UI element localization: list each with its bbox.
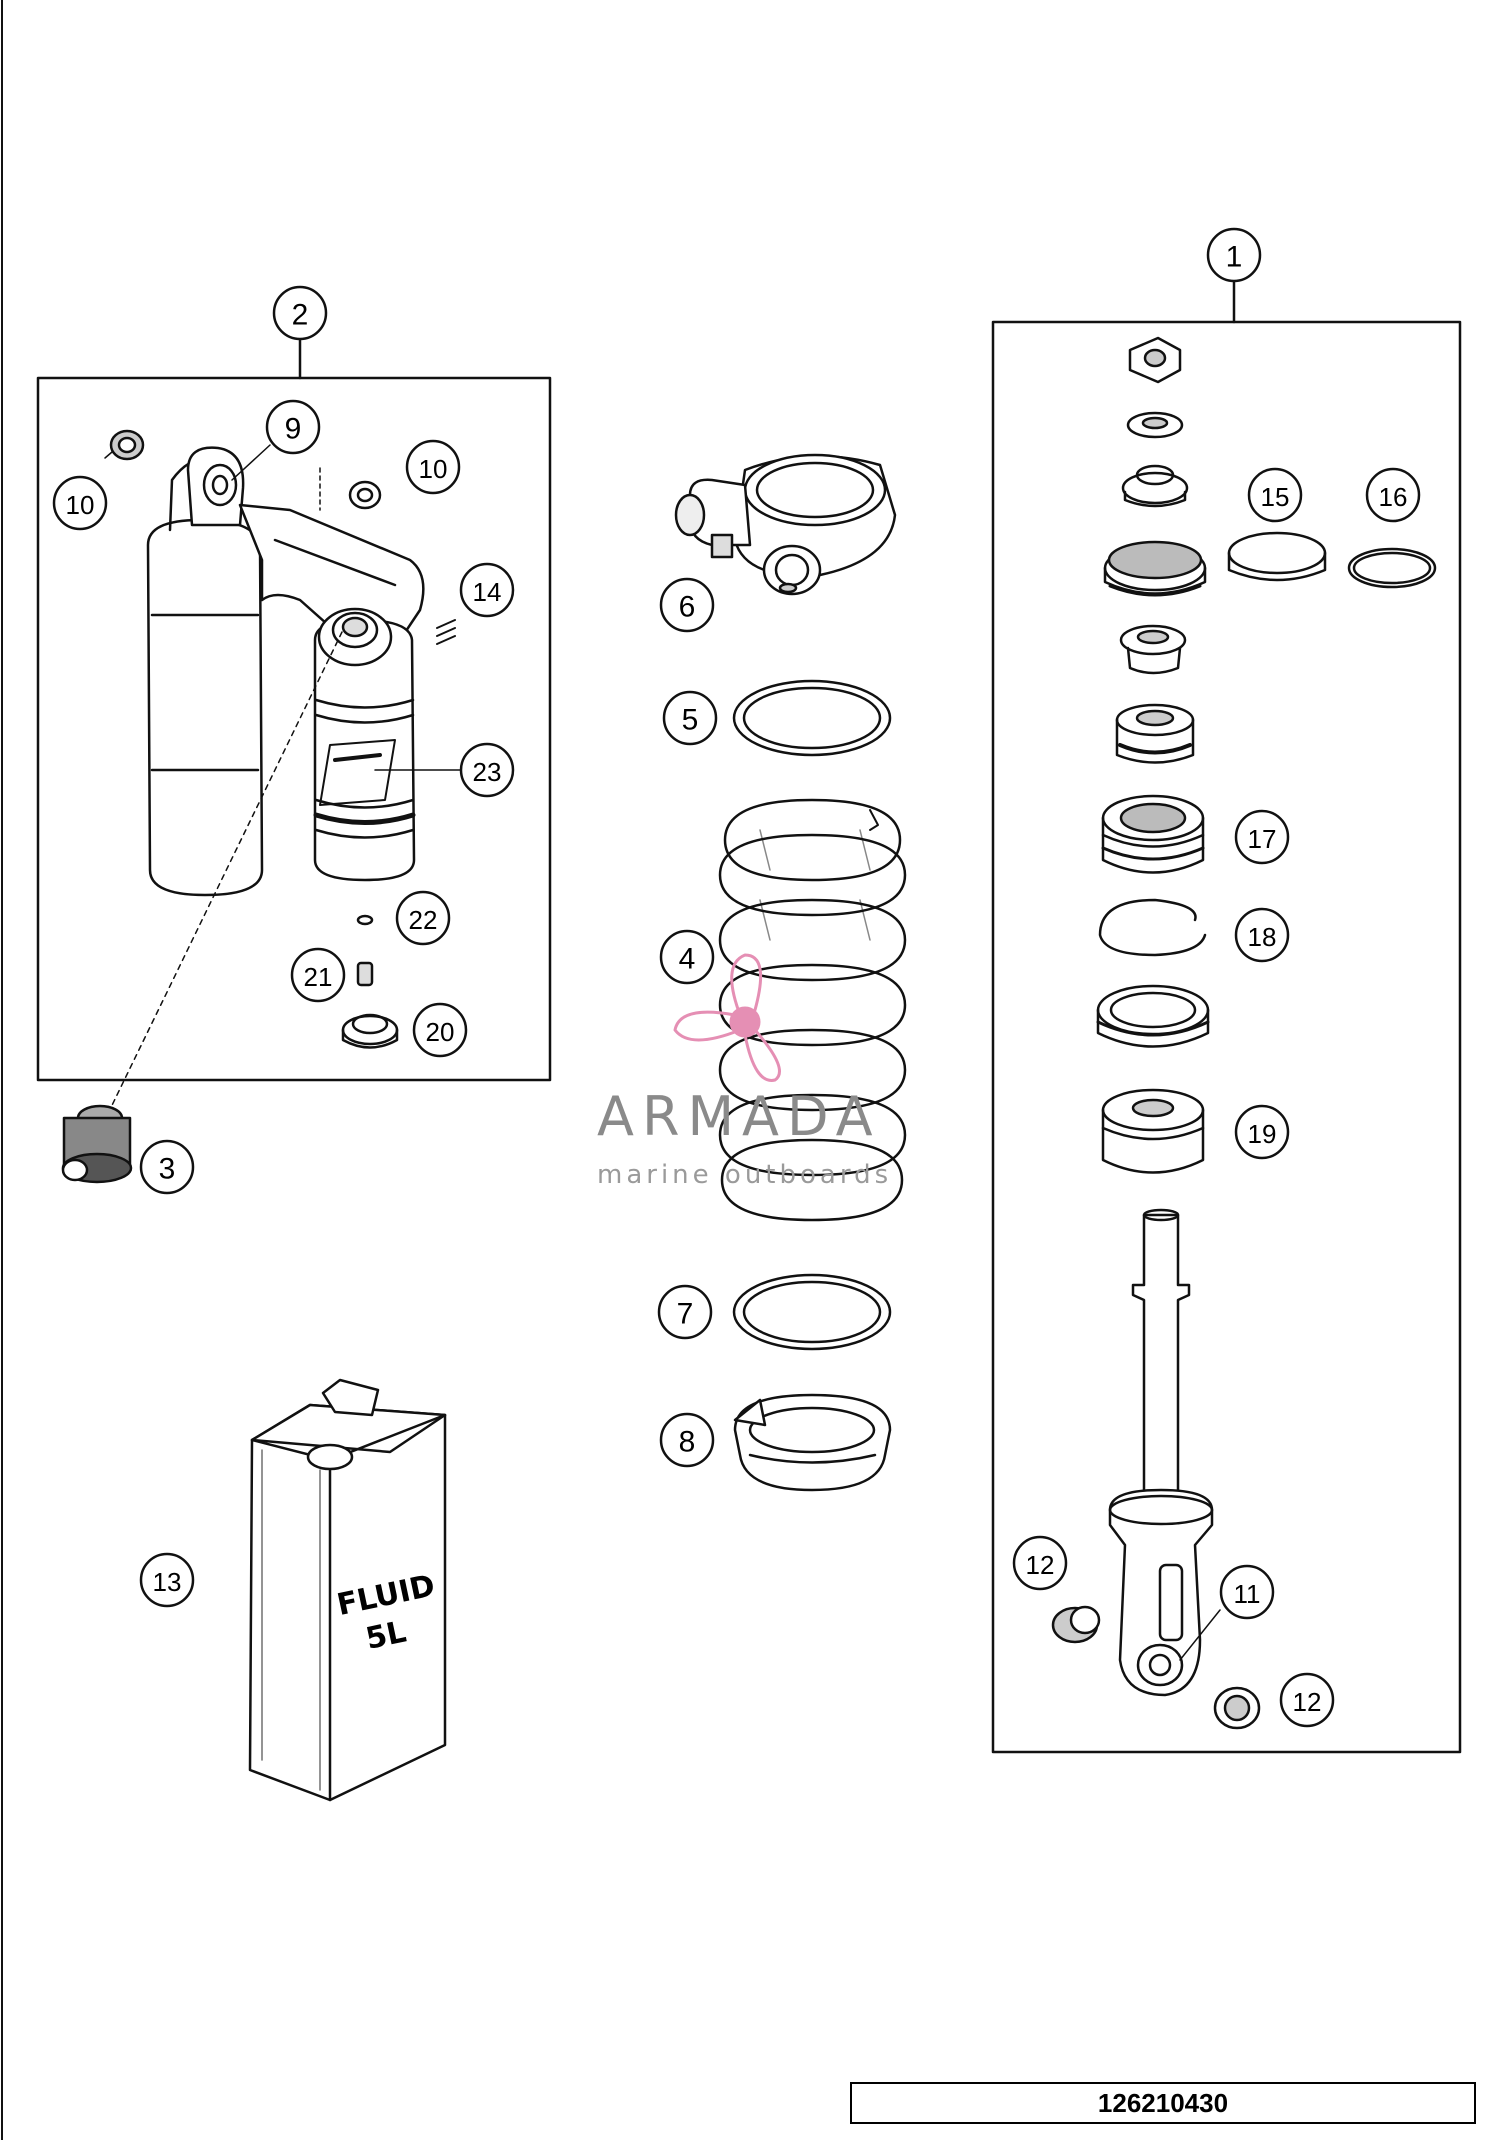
callout-1-circle — [1206, 227, 1262, 283]
callout-8: 8 — [679, 1426, 696, 1459]
callout-5: 5 — [682, 704, 699, 737]
spacer — [1119, 624, 1187, 675]
callout-6: 6 — [679, 591, 696, 624]
callout-4: 4 — [679, 943, 696, 976]
watermark-tagline: marine outboards — [597, 1160, 893, 1190]
piston-band — [1227, 531, 1327, 582]
piston-rod — [1131, 1208, 1191, 1507]
callout-16-circle — [1365, 467, 1421, 523]
lower-clevis — [1108, 1488, 1214, 1697]
damper-internals-group — [991, 278, 1462, 1754]
spring-preload-clamp — [674, 453, 897, 596]
small-o-ring — [356, 914, 374, 926]
upper-mount-eye — [186, 446, 245, 527]
spring-seat — [733, 1393, 892, 1492]
circlip — [1098, 898, 1207, 957]
callout-10b: 10 — [419, 454, 448, 484]
compression-adjuster — [317, 607, 393, 667]
callout-19: 19 — [1248, 1119, 1277, 1149]
callout-15-circle — [1247, 467, 1303, 523]
callout-15: 15 — [1261, 482, 1290, 512]
o-ring — [1347, 547, 1437, 589]
document-number: 126210430 — [1097, 2087, 1229, 2118]
callout-12b: 12 — [1293, 1687, 1322, 1717]
callout-20-circle — [412, 1002, 468, 1058]
callout-6-circle — [659, 577, 715, 633]
piston-nut — [1128, 336, 1182, 384]
callout-12a-circle — [1012, 1535, 1068, 1591]
valve-insert — [356, 961, 374, 987]
callout-22: 22 — [409, 905, 438, 935]
callout-3: 3 — [159, 1153, 176, 1186]
callout-14: 14 — [473, 577, 502, 607]
callout-18-circle — [1234, 907, 1290, 963]
callout-1: 1 — [1226, 241, 1243, 274]
lower-bushing-right — [1213, 1686, 1261, 1730]
callout-23: 23 — [473, 757, 502, 787]
bump-rubber — [1101, 1088, 1205, 1174]
bump-cup — [1096, 984, 1210, 1048]
callout-8-circle — [659, 1412, 715, 1468]
lower-bushing-left — [1051, 1605, 1101, 1644]
callout-11: 11 — [1234, 1579, 1261, 1609]
callout-14-circle — [459, 562, 515, 618]
callout-21: 21 — [304, 962, 333, 992]
group-box-2 — [36, 376, 552, 1082]
callout-10a: 10 — [66, 490, 95, 520]
watermark-brand: ARMADA — [597, 1085, 881, 1148]
cap-nut — [341, 1013, 399, 1049]
callout-9-circle — [265, 399, 321, 455]
callout-20: 20 — [426, 1017, 455, 1047]
piston — [1103, 540, 1207, 597]
callout-2: 2 — [292, 299, 309, 332]
fluid-can — [248, 1378, 447, 1802]
seal-head — [1101, 794, 1205, 874]
callout-16: 16 — [1379, 482, 1408, 512]
rebound-stop — [1115, 703, 1195, 764]
callout-7: 7 — [677, 1298, 694, 1331]
callout-18: 18 — [1248, 922, 1277, 952]
callout-17-circle — [1234, 809, 1290, 865]
callout-9: 9 — [285, 413, 302, 446]
shock-body-group — [36, 335, 552, 1131]
callout-17: 17 — [1248, 824, 1277, 854]
circlip-small — [436, 619, 456, 645]
rebound-adjuster-part — [61, 1104, 133, 1184]
callout-4-circle — [659, 929, 715, 985]
callout-13: 13 — [153, 1567, 182, 1597]
callout-21-circle — [290, 947, 346, 1003]
callout-7-circle — [657, 1284, 713, 1340]
callout-10b-circle — [405, 439, 461, 495]
document-number-box: 126210430 — [850, 2082, 1476, 2124]
bushing-left — [109, 429, 145, 461]
callout-12a: 12 — [1026, 1550, 1055, 1580]
callout-labels: 1 2 3 4 5 6 7 8 9 10 10 11 12 12 13 14 1… — [66, 241, 1408, 1718]
callout-12b-circle — [1279, 1672, 1335, 1728]
callout-13-circle — [139, 1552, 195, 1608]
group-box-1 — [991, 320, 1462, 1754]
callout-2-circle — [272, 285, 328, 341]
watermark-logo-icon — [673, 953, 781, 1082]
shim-stack — [1121, 464, 1189, 508]
spring-retainer-ring-lower — [732, 1273, 892, 1351]
bushing-right — [319, 467, 382, 511]
callout-19-circle — [1234, 1104, 1290, 1160]
callout-10a-circle — [52, 475, 108, 531]
callout-23-circle — [459, 742, 515, 798]
callout-3-circle — [139, 1139, 195, 1195]
callout-22-circle — [395, 890, 451, 946]
fluid-can-label-line2: 5L — [363, 1614, 409, 1657]
washer — [1126, 411, 1184, 439]
callout-5-circle — [662, 690, 718, 746]
callout-bubbles — [52, 227, 1421, 1728]
spring-retainer-ring-upper — [732, 679, 892, 757]
callout-11-circle — [1219, 1564, 1275, 1620]
